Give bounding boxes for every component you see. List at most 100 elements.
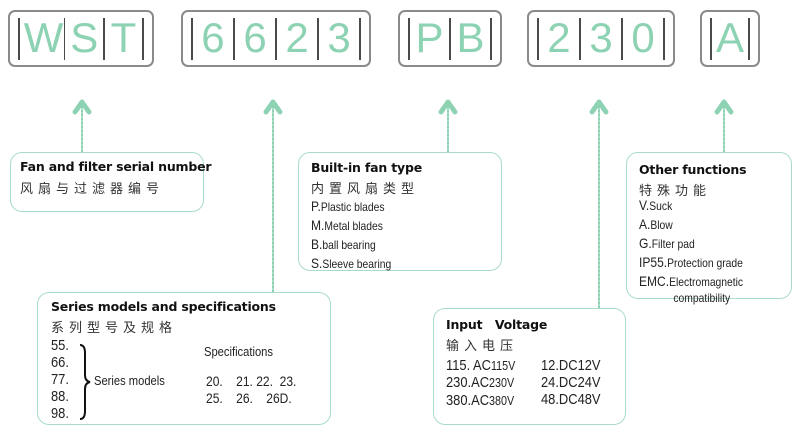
list-item: M.Metal blades xyxy=(311,216,391,235)
separator xyxy=(191,17,193,60)
code-char: 3 xyxy=(589,13,613,61)
item-key: S. xyxy=(311,255,323,271)
series-model: 66. xyxy=(51,354,69,371)
code-char: B xyxy=(456,13,485,61)
spec-value: 26. xyxy=(236,390,253,406)
voltage-key: 24.DC xyxy=(541,374,578,391)
voltage-dc-12: 12.DC12V xyxy=(541,357,601,374)
item-key: A. xyxy=(639,216,651,232)
voltage-ac-380: 380.AC380V xyxy=(446,392,514,409)
voltage-value: 48V xyxy=(577,391,601,408)
item-text: Blow xyxy=(650,218,673,232)
separator xyxy=(621,17,623,60)
curly-brace-icon xyxy=(79,344,91,420)
code-char: 6 xyxy=(243,13,267,61)
item-text: Electromagnetic xyxy=(669,275,744,289)
separator xyxy=(537,17,539,60)
spec-row-1: 20. 21. 22. 23. xyxy=(206,373,296,389)
list-item: G.Filter pad xyxy=(639,234,743,253)
code-box-6623: 6 6 2 3 xyxy=(181,10,371,67)
separator xyxy=(490,17,493,60)
code-char: 0 xyxy=(631,13,655,61)
list-item: EMC.Electromagnetic xyxy=(639,272,743,291)
voltage-value: 115V xyxy=(490,359,516,373)
fan-type-title: Built-in fan type xyxy=(311,160,422,175)
series-model: 55. xyxy=(51,337,69,354)
series-box: Series models and specifications 系列型号及规格… xyxy=(37,292,331,425)
voltage-title-cn: 输入电压 xyxy=(446,339,519,354)
arrow-up-icon xyxy=(714,99,734,115)
fan-type-list: P.Plastic blades M.Metal blades B.ball b… xyxy=(311,197,404,273)
voltage-key: 380.AC xyxy=(446,392,490,409)
separator xyxy=(18,17,20,60)
list-item: IP55.Protection grade xyxy=(639,253,743,272)
separator xyxy=(579,17,581,60)
item-text: Protection grade xyxy=(667,256,743,270)
series-model: 98. xyxy=(51,405,69,422)
list-item: B.ball bearing xyxy=(311,235,391,254)
item-key: B. xyxy=(311,236,323,252)
other-functions-box: Other functions 特殊功能 V.Suck A.Blow G.Fil… xyxy=(626,152,792,305)
serial-number-title-cn: 风扇与过滤器编号 xyxy=(20,182,165,197)
serial-number-title: Fan and filter serial number xyxy=(20,159,212,174)
spec-value: 20. xyxy=(206,373,223,389)
voltage-box: Input Voltage 输入电压 115. AC115V 230.AC230… xyxy=(433,308,626,425)
item-key: P. xyxy=(311,198,321,214)
arrow-up-icon xyxy=(263,99,283,115)
series-title: Series models and specifications xyxy=(51,299,276,314)
series-model: 77. xyxy=(51,371,69,388)
item-key: EMC. xyxy=(639,273,670,289)
code-char: 2 xyxy=(285,13,309,61)
fan-type-box: Built-in fan type 内置风扇类型 P.Plastic blade… xyxy=(298,152,502,271)
spec-value: 26D. xyxy=(266,390,292,406)
spec-row-2: 25. 26. 26D. xyxy=(206,390,292,406)
code-char: 6 xyxy=(201,13,225,61)
spec-value: 22. xyxy=(256,373,273,389)
voltage-value: 380V xyxy=(489,394,515,408)
item-key: G. xyxy=(639,235,652,251)
separator xyxy=(233,17,235,60)
voltage-key: 48.DC xyxy=(541,391,578,408)
separator xyxy=(359,17,362,60)
item-text: Sleeve bearing xyxy=(322,257,392,271)
item-text: ball bearing xyxy=(322,238,376,252)
separator xyxy=(275,17,277,60)
code-box-pb: P B xyxy=(398,10,502,67)
voltage-ac-230: 230.AC230V xyxy=(446,374,514,391)
voltage-key: 12.DC xyxy=(541,357,578,374)
list-item: P.Plastic blades xyxy=(311,197,391,216)
item-text: Metal blades xyxy=(324,219,383,233)
code-char: T xyxy=(110,13,137,61)
series-models-label: Series models xyxy=(94,373,165,388)
list-item: V.Suck xyxy=(639,196,743,215)
voltage-value: 12V xyxy=(577,357,601,374)
separator xyxy=(710,17,712,60)
spec-value: 21. xyxy=(236,373,253,389)
arrow-up-icon xyxy=(72,99,92,115)
voltage-dc-24: 24.DC24V xyxy=(541,374,601,391)
voltage-title: Input Voltage xyxy=(446,317,548,332)
item-key: V. xyxy=(639,197,650,213)
list-item-continuation: compatibility xyxy=(673,291,731,305)
item-text: Plastic blades xyxy=(320,200,385,214)
separator xyxy=(142,17,144,60)
voltage-key: 230.AC xyxy=(446,374,490,391)
serial-number-box: Fan and filter serial number 风扇与过滤器编号 xyxy=(10,152,212,212)
voltage-dc-48: 48.DC48V xyxy=(541,391,601,408)
item-text: Filter pad xyxy=(651,237,695,251)
separator xyxy=(748,17,750,60)
fan-type-title-cn: 内置风扇类型 xyxy=(311,182,420,197)
code-box-wst: W S T xyxy=(8,10,154,67)
arrow-up-icon xyxy=(438,99,458,115)
series-model: 88. xyxy=(51,388,69,405)
code-char: A xyxy=(715,13,744,61)
separator xyxy=(663,17,665,60)
other-functions-title: Other functions xyxy=(639,162,747,177)
list-item: A.Blow xyxy=(639,215,743,234)
list-item: S.Sleeve bearing xyxy=(311,254,391,273)
specifications-label: Specifications xyxy=(204,344,273,359)
separator xyxy=(449,17,451,60)
other-functions-list: V.Suck A.Blow G.Filter pad IP55.Protecti… xyxy=(639,196,760,306)
voltage-value: 24V xyxy=(577,374,601,391)
